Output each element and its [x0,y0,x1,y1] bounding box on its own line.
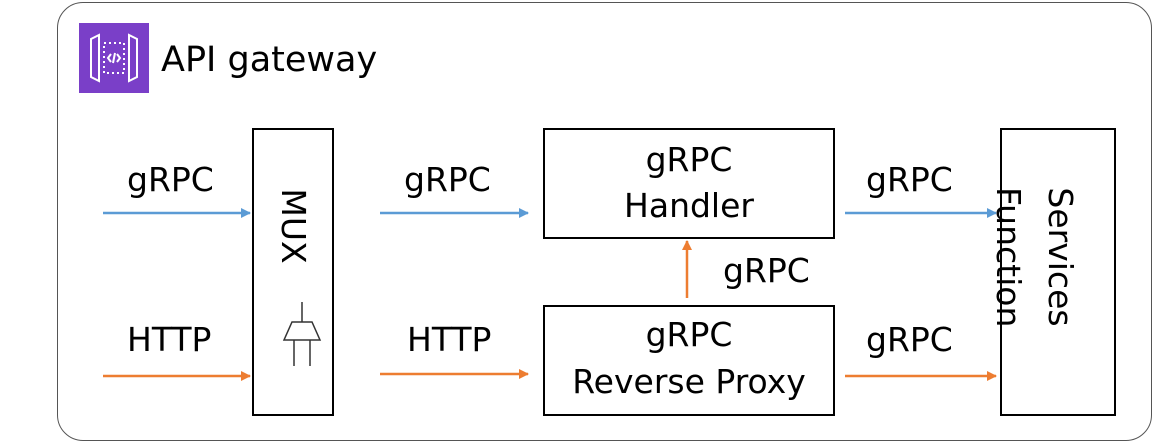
label-mux-http-out: HTTP [407,320,492,359]
label-in-grpc: gRPC [127,160,214,199]
grpc-reverse-proxy-box [543,305,835,416]
api-gateway-icon [79,23,149,93]
label-in-http: HTTP [127,320,212,359]
label-proxy-to-handler: gRPC [723,251,810,290]
grpc-handler-box [543,128,835,239]
page-title: API gateway [161,40,378,80]
grpc-handler-line2: Handler [624,186,754,225]
mux-box [252,128,334,416]
multiplexer-icon [282,300,322,370]
label-mux-grpc-out: gRPC [404,160,491,199]
grpc-reverse-proxy-line2: Reverse Proxy [572,362,806,401]
label-proxy-to-services: gRPC [866,320,953,359]
function-services-box [1000,128,1116,416]
grpc-handler-line1: gRPC [645,140,733,179]
grpc-reverse-proxy-line1: gRPC [645,315,733,354]
label-handler-to-services: gRPC [866,160,953,199]
